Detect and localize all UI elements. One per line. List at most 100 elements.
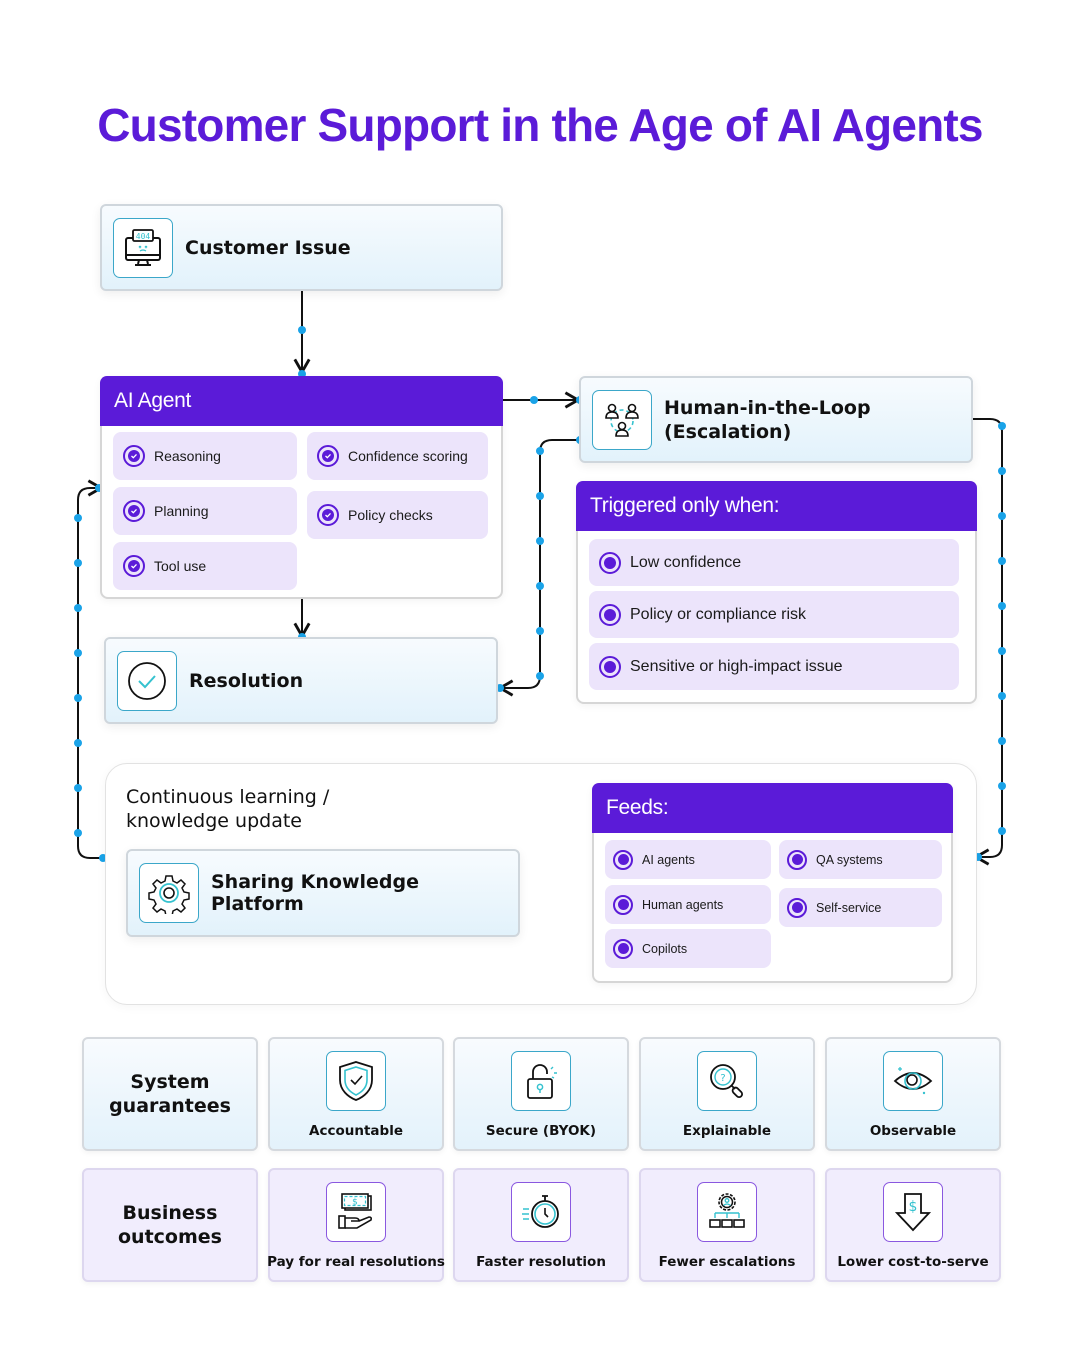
svg-text:404: 404 [136, 232, 151, 241]
connector-dot [74, 784, 82, 792]
connector-dot [536, 492, 544, 500]
resolution-label: Resolution [189, 669, 304, 692]
team-icon [592, 389, 652, 450]
connector-dot [998, 827, 1006, 835]
business-outcomes-heading: Business outcomes [82, 1168, 258, 1282]
svg-text:?: ? [720, 1073, 725, 1084]
outcome-faster-resolution: Faster resolution [453, 1168, 629, 1282]
connector-dot [998, 647, 1006, 655]
svg-text:$: $ [909, 1199, 918, 1215]
connector-dot [530, 396, 538, 404]
connector-dot [536, 627, 544, 635]
feeds-card: Feeds: AI agents QA systems Human agents… [592, 783, 953, 983]
sharing-knowledge-platform-node[interactable]: Sharing Knowledge Platform [126, 849, 520, 937]
check-circle-icon [117, 650, 177, 711]
triggers-card: Triggered only when: Low confidence Poli… [576, 481, 977, 704]
customer-issue-label: Customer Issue [185, 236, 351, 259]
feeds-title: Feeds: [606, 796, 669, 819]
radio-dot-icon [613, 938, 633, 959]
money-hand-icon: $ [326, 1182, 386, 1242]
resolution-node[interactable]: Resolution [104, 637, 498, 724]
triggers-header: Triggered only when: [576, 481, 977, 531]
ai-agent-header: AI Agent [100, 376, 503, 426]
triggers-title: Triggered only when: [590, 494, 780, 517]
gear-icon [139, 863, 199, 923]
capability-policy-checks: Policy checks [307, 491, 488, 539]
ai-agent-title: AI Agent [114, 389, 191, 412]
capability-planning: Planning [113, 487, 297, 535]
connector-dot [998, 512, 1006, 520]
capability-tool-use: Tool use [113, 542, 297, 590]
outcome-fewer-escalations: Fewer escalations [639, 1168, 815, 1282]
guarantee-observable: Observable [825, 1037, 1001, 1151]
arrow-down-dollar-icon: $ [883, 1182, 943, 1242]
radio-dot-icon [599, 551, 621, 574]
connector-dot [74, 514, 82, 522]
connector-dot [74, 649, 82, 657]
radio-dot-icon [599, 655, 621, 678]
human-loop-subtitle: (Escalation) [664, 420, 792, 443]
connector-dot [74, 829, 82, 837]
connector-human-to-feeds [973, 418, 1003, 866]
connector-dot [998, 557, 1006, 565]
radio-dot-icon [613, 849, 633, 870]
feeds-header: Feeds: [592, 783, 953, 833]
check-circle-icon [317, 504, 339, 526]
guarantee-secure: Secure (BYOK) [453, 1037, 629, 1151]
feed-copilots: Copilots [605, 929, 771, 968]
check-circle-icon [317, 445, 339, 467]
radio-dot-icon [787, 897, 807, 918]
connector-dot [298, 326, 306, 334]
connector-dot [536, 672, 544, 680]
connector-human-to-resolution [497, 439, 580, 697]
guarantee-accountable: Accountable [268, 1037, 444, 1151]
radio-dot-icon [599, 603, 621, 626]
connector-dot [998, 737, 1006, 745]
feed-qa-systems: QA systems [779, 840, 942, 879]
check-circle-icon [123, 555, 145, 577]
system-guarantees-heading: System guarantees [82, 1037, 258, 1151]
continuous-learning-title: Continuous learning / knowledge update [126, 786, 330, 832]
padlock-open-icon [511, 1051, 571, 1111]
connector-dot [998, 692, 1006, 700]
feed-ai-agents: AI agents [605, 840, 771, 879]
connector-dot [536, 537, 544, 545]
eye-icon [883, 1051, 943, 1111]
connector-dot [74, 604, 82, 612]
magnifier-question-icon: ? [697, 1051, 757, 1111]
outcome-pay-for-resolutions: $ Pay for real resolutions [267, 1168, 445, 1282]
gear-hierarchy-icon [697, 1182, 757, 1242]
connector-dot [998, 602, 1006, 610]
capability-reasoning: Reasoning [113, 432, 297, 480]
check-circle-icon [123, 445, 145, 467]
radio-dot-icon [613, 894, 633, 915]
feed-self-service: Self-service [779, 888, 942, 927]
connector-dot [536, 582, 544, 590]
connector-dot [74, 739, 82, 747]
connector-dot [998, 467, 1006, 475]
shield-check-icon [326, 1051, 386, 1111]
trigger-low-confidence: Low confidence [589, 539, 959, 586]
trigger-sensitive-issue: Sensitive or high-impact issue [589, 643, 959, 690]
feed-human-agents: Human agents [605, 885, 771, 924]
guarantee-explainable: ? Explainable [639, 1037, 815, 1151]
connector-dot [74, 694, 82, 702]
ai-agent-card: AI Agent Reasoning Confidence scoring Pl… [100, 376, 503, 599]
connector-dot [998, 782, 1006, 790]
connector-dot [998, 422, 1006, 430]
check-circle-icon [123, 500, 145, 522]
stopwatch-icon [511, 1182, 571, 1242]
connector-dot [74, 559, 82, 567]
human-loop-title: Human-in-the-Loop [664, 396, 871, 419]
capability-confidence-scoring: Confidence scoring [307, 432, 488, 480]
platform-label: Sharing Knowledge Platform [211, 871, 419, 915]
svg-text:$: $ [352, 1198, 358, 1208]
trigger-policy-risk: Policy or compliance risk [589, 591, 959, 638]
connector-dot [536, 447, 544, 455]
human-in-the-loop-node[interactable]: Human-in-the-Loop (Escalation) [579, 376, 973, 463]
outcome-lower-cost: $ Lower cost-to-serve [825, 1168, 1001, 1282]
radio-dot-icon [787, 849, 807, 870]
page-title: Customer Support in the Age of AI Agents [97, 99, 983, 151]
customer-issue-node[interactable]: 404 Customer Issue [100, 204, 503, 291]
monitor-404-icon: 404 [113, 217, 173, 278]
